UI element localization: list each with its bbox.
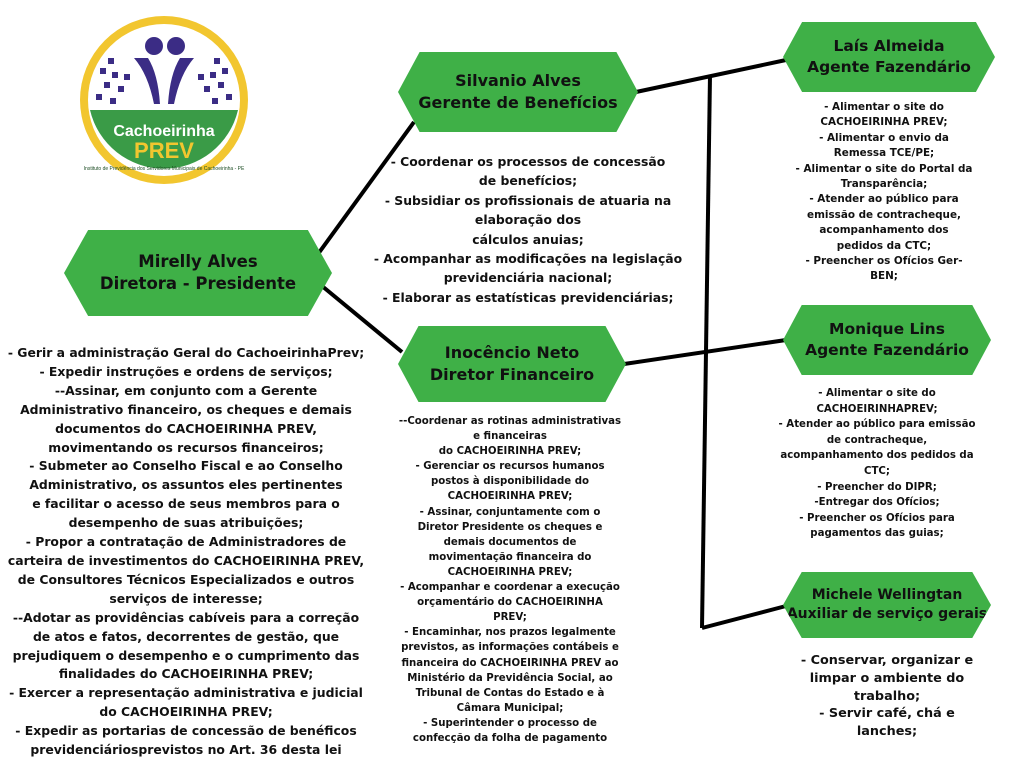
benefits-manager-name: Silvanio Alves xyxy=(455,71,581,91)
michele-node: Michele Wellingtan Auxiliar de serviço g… xyxy=(783,572,991,638)
president-node: Mirelly Alves Diretora - Presidente xyxy=(64,230,332,316)
michele-duties: - Conservar, organizar e limpar o ambien… xyxy=(800,653,974,740)
connector-spine-michele xyxy=(701,604,787,630)
benefits-manager-duties: - Coordenar os processos de concessão de… xyxy=(373,154,683,305)
lais-role: Agente Fazendário xyxy=(807,58,971,76)
monique-role: Agente Fazendário xyxy=(805,341,969,359)
president-role: Diretora - Presidente xyxy=(99,274,297,293)
lais-name: Laís Almeida xyxy=(833,37,945,56)
president-name: Mirelly Alves xyxy=(138,251,258,271)
president-duties: - Gerir a administração Geral do Cachoei… xyxy=(7,345,365,758)
logo-line1: Cachoeirinha xyxy=(113,123,214,140)
benefits-manager-node: Silvanio Alves Gerente de Benefícios xyxy=(398,52,638,132)
financial-director-name: Inocêncio Neto xyxy=(444,343,580,363)
logo-caption: Instituto de Previdência dos Servidores … xyxy=(84,166,245,172)
connector-president-benefits xyxy=(316,120,416,256)
monique-duties: - Alimentar o site do CACHOEIRINHAPREV; … xyxy=(778,388,976,540)
cachoeirinha-prev-logo: Cachoeirinha PREV Instituto de Previdênc… xyxy=(78,14,250,186)
benefits-manager-role: Gerente de Benefícios xyxy=(418,93,618,112)
lais-node: Laís Almeida Agente Fazendário xyxy=(783,22,995,92)
michele-name: Michele Wellingtan xyxy=(811,587,963,604)
michele-role: Auxiliar de serviço gerais xyxy=(786,606,988,622)
monique-name: Monique Lins xyxy=(829,320,945,339)
financial-director-node: Inocêncio Neto Diretor Financeiro xyxy=(398,326,626,402)
financial-director-duties: --Coordenar as rotinas administrativas e… xyxy=(398,416,622,744)
lais-duties: - Alimentar o site do CACHOEIRINHA PREV;… xyxy=(795,101,973,283)
financial-director-role: Diretor Financeiro xyxy=(429,365,595,384)
connector-financial-monique xyxy=(623,338,787,366)
monique-node: Monique Lins Agente Fazendário xyxy=(783,305,991,375)
logo-line2: PREV xyxy=(134,138,194,163)
connector-president-financial xyxy=(320,284,404,354)
